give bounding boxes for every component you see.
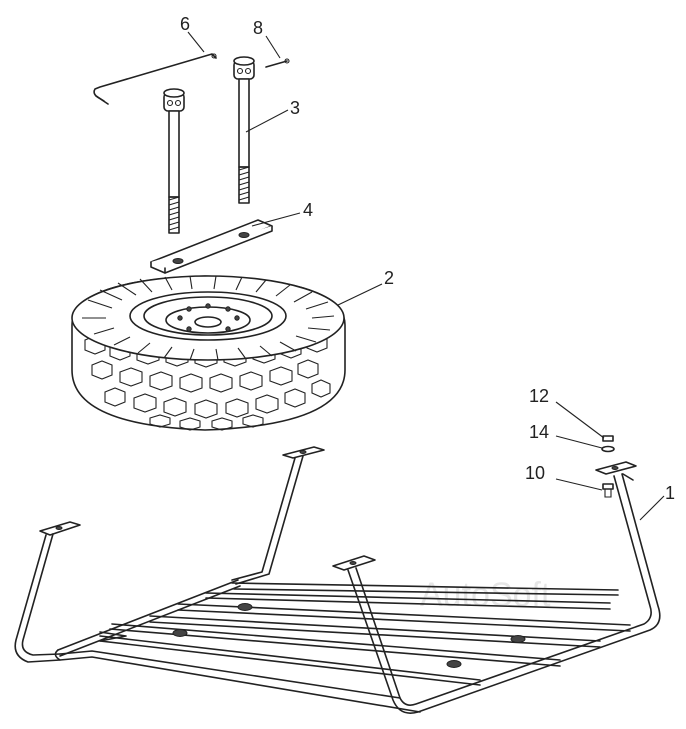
part-3-bolt-right — [233, 56, 255, 204]
part-3-bolt-left — [163, 88, 185, 234]
watermark-text: AutoSoft — [420, 576, 551, 614]
callout-3: 3 — [290, 98, 300, 118]
part-14-washer — [601, 445, 615, 453]
callout-14: 14 — [529, 422, 549, 442]
lug-holes — [177, 303, 240, 332]
callout-8: 8 — [253, 18, 263, 38]
part-10-bolt — [602, 483, 614, 498]
callout-10: 10 — [525, 463, 545, 483]
thread-left — [168, 196, 180, 234]
callout-2: 2 — [384, 268, 394, 288]
part-2-spare-tire — [71, 275, 346, 431]
callout-6: 6 — [180, 14, 190, 34]
part-6-handle-rod — [93, 53, 217, 105]
leader-lines — [187, 31, 665, 521]
callout-1: 1 — [665, 483, 675, 503]
sidewall-ribs — [82, 275, 335, 361]
callout-12: 12 — [529, 386, 549, 406]
part-1-carrier-frame — [14, 446, 661, 714]
part-8-pin — [265, 58, 290, 68]
part-4-clamp-plate — [150, 219, 273, 274]
callout-4: 4 — [303, 200, 313, 220]
part-12-nut — [602, 435, 614, 442]
